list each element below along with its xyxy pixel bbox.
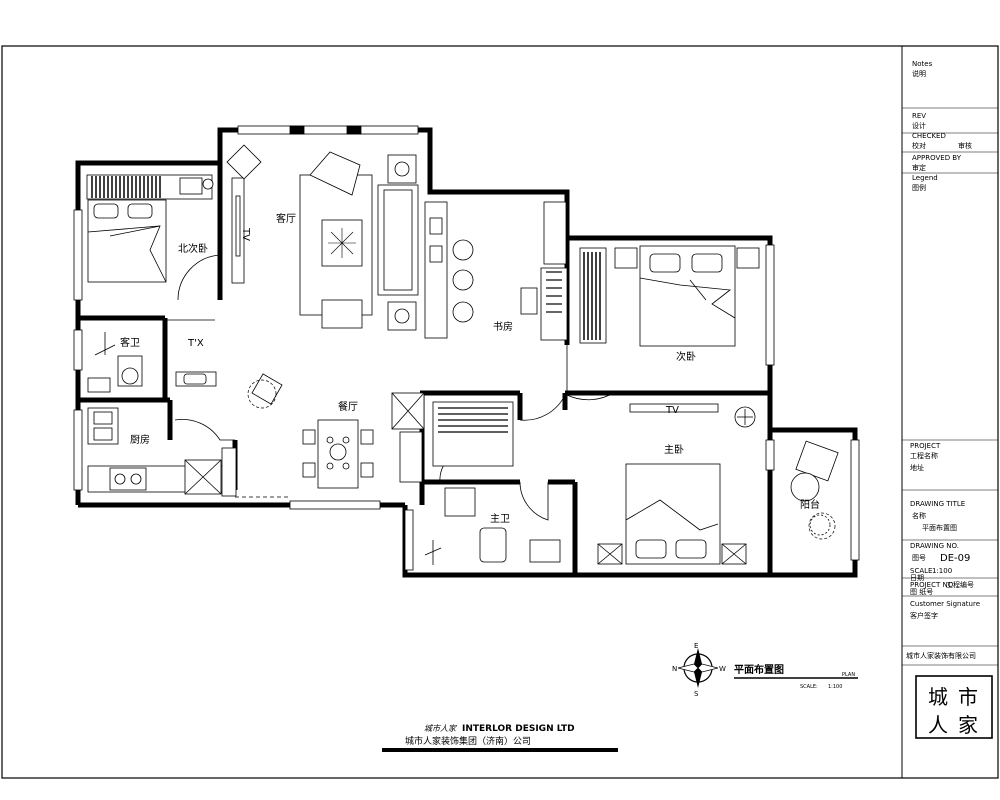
room-label-balcony: 阳台	[800, 498, 820, 511]
customer-signature-value: 客户签字	[910, 611, 938, 620]
approved-label: APPROVED BY	[912, 154, 962, 162]
footer-rule	[382, 748, 618, 752]
approved-value: 审定	[912, 163, 926, 172]
master-bedroom-furniture	[597, 403, 756, 565]
room-label-tv: TV	[240, 227, 251, 241]
project-value: 工程名称	[910, 451, 938, 460]
seal-char-3: 人	[928, 713, 948, 737]
drawing-no-value: DE-09	[940, 553, 970, 564]
room-label-study: 书房	[493, 320, 513, 333]
room-label-second-bedroom: 次卧	[676, 350, 696, 363]
title-block: Notes 说明 REV 设计 CHECKED 校对 审核 APPROVED B…	[901, 46, 998, 778]
living-room-furniture	[226, 144, 419, 331]
plan-label: PLAN	[842, 672, 855, 678]
kitchen-bath-fixtures	[87, 332, 237, 497]
project-label: PROJECT	[910, 442, 941, 450]
room-label-living-room: 客厅	[276, 212, 296, 225]
company-seal-logo	[915, 675, 993, 739]
compass-n: N	[672, 665, 677, 673]
checked-value: 校对	[912, 141, 926, 150]
door-swings	[165, 254, 616, 521]
drawing-title-prefix: 名称	[912, 511, 926, 520]
project-no-value: 工程编号	[946, 580, 974, 589]
room-label-north-second-bedroom: 北次卧	[178, 242, 208, 255]
drawing-title-label: DRAWING TITLE	[910, 500, 965, 508]
compass-s: S	[694, 690, 699, 698]
rev-label: REV	[912, 112, 926, 120]
sheet-border	[1, 45, 999, 779]
notes-label: Notes	[912, 60, 933, 68]
second-bedroom-furniture	[614, 245, 760, 347]
dining-furniture	[251, 373, 425, 489]
drawing-no-prefix: 图号	[912, 554, 926, 562]
footer-brand-script: 城市人家	[424, 724, 457, 733]
room-label-guest-bath: 客卫	[120, 336, 140, 349]
room-label-master-bedroom: 主卧	[664, 443, 684, 456]
notes-value: 说明	[912, 69, 926, 78]
plan-scale-value: 1:100	[828, 684, 842, 690]
checked-label: CHECKED	[912, 132, 946, 140]
legend-value: 图例	[912, 183, 926, 192]
footer-company-en: INTERLOR DESIGN LTD	[462, 724, 575, 734]
legend-label: Legend	[912, 174, 938, 182]
sheet-label: 图 纸号	[910, 587, 933, 596]
project-no-label: PROJECT NO	[910, 581, 954, 589]
plan-title-block: 平面布置图 PLAN SCALE: 1:100	[734, 663, 858, 690]
seal-char-2: 市	[958, 685, 978, 709]
room-labels: 北次卧 客厅 TV 客卫 T'X 厨房 餐厅 书房 次卧 TV 主卧 主卫 阳台	[120, 212, 820, 525]
room-label-kitchen: 厨房	[130, 433, 150, 446]
seal-char-1: 城	[928, 685, 948, 709]
company-short: 城市人家装饰有限公司	[906, 651, 976, 660]
room-label-dining-room: 餐厅	[338, 400, 358, 413]
plant-icons	[247, 379, 836, 540]
drawing-no-label: DRAWING NO.	[910, 542, 959, 550]
master-bath-fixtures	[424, 401, 561, 565]
footer-company-cn: 城市人家装饰集团（济南）公司	[405, 735, 531, 747]
customer-signature-label: Customer Signature	[910, 600, 980, 608]
room-label-tv-master: TV	[665, 405, 679, 416]
scale-label: SCALE	[910, 567, 932, 575]
plan-title: 平面布置图	[734, 663, 784, 676]
balcony-furniture	[790, 440, 839, 536]
checked-date: 审核	[958, 141, 972, 150]
study-furniture	[424, 201, 607, 344]
drawing-title-value: 平面布置图	[922, 523, 957, 532]
windows	[73, 125, 860, 571]
date-label: 日期	[910, 574, 924, 582]
scale-value: 1:100	[932, 567, 952, 575]
room-label-master-bath: 主卫	[490, 513, 510, 525]
north-bedroom-furniture	[86, 174, 245, 284]
compass-w: W	[719, 665, 726, 673]
rev-value: 设计	[912, 121, 926, 130]
compass-rose: E S N W	[672, 642, 726, 698]
plan-scale-label: SCALE:	[800, 684, 818, 690]
room-label-hall: T'X	[187, 338, 204, 349]
compass-e: E	[694, 642, 698, 650]
footer-company: 城市人家 INTERLOR DESIGN LTD 城市人家装饰集团（济南）公司	[382, 724, 618, 752]
project-sub: 地址	[910, 463, 924, 472]
seal-char-4: 家	[958, 713, 978, 737]
